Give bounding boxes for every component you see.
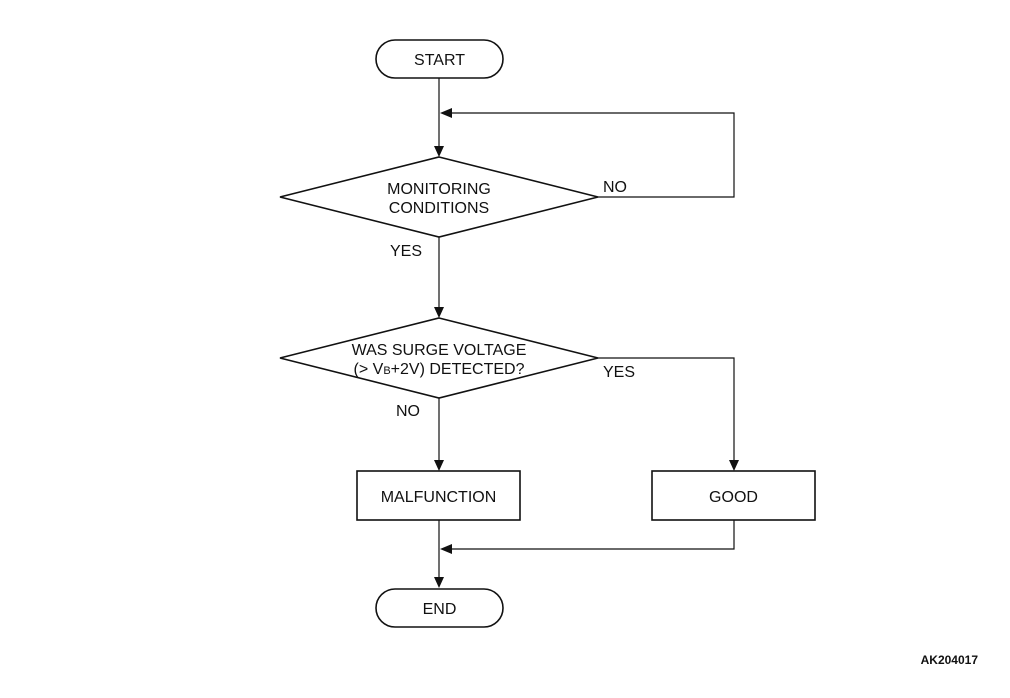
- decision-monitoring-conditions: MONITORING CONDITIONS: [279, 156, 599, 238]
- start-terminal: START: [375, 39, 504, 79]
- decision1-text-line1: MONITORING: [387, 181, 491, 198]
- arrowhead-merge: [440, 544, 452, 554]
- decision1-yes-label: YES: [390, 243, 422, 260]
- connector-decision2-yes: [598, 357, 735, 461]
- decision2-yes-label: YES: [603, 364, 635, 381]
- end-terminal: END: [375, 588, 504, 628]
- start-label: START: [414, 52, 465, 69]
- figure-code: AK204017: [921, 653, 979, 667]
- decision1-text-line2: CONDITIONS: [389, 200, 489, 217]
- decision2-text-line2: (> VB+2V) DETECTED?: [354, 361, 525, 378]
- arrowhead-decision2-in: [434, 307, 444, 318]
- good-label: GOOD: [709, 489, 758, 506]
- decision1-no-label: NO: [603, 179, 627, 196]
- end-terminal-shape: [375, 588, 504, 628]
- decision-surge-voltage: WAS SURGE VOLTAGE (> VB+2V) DETECTED?: [279, 317, 599, 399]
- decision2-no-label: NO: [396, 403, 420, 420]
- connector-good-to-end: [452, 520, 735, 550]
- decision2-text-line1: WAS SURGE VOLTAGE: [352, 342, 527, 359]
- arrowhead-loop-back: [440, 108, 452, 118]
- malfunction-label: MALFUNCTION: [381, 489, 497, 506]
- arrowhead-decision1-in: [434, 146, 444, 157]
- arrowhead-malfunction-in: [434, 460, 444, 471]
- arrowhead-end-in: [434, 577, 444, 588]
- decision2-line2-suffix: +2V) DETECTED?: [391, 361, 525, 378]
- end-label: END: [423, 601, 457, 618]
- malfunction-box: MALFUNCTION: [356, 470, 521, 521]
- connector-decision1-no-loop: [452, 112, 735, 198]
- arrowhead-good-in: [729, 460, 739, 471]
- decision2-line2-subscript: B: [383, 365, 390, 377]
- decision2-line2-prefix: (> V: [354, 361, 384, 378]
- good-box: GOOD: [651, 470, 816, 521]
